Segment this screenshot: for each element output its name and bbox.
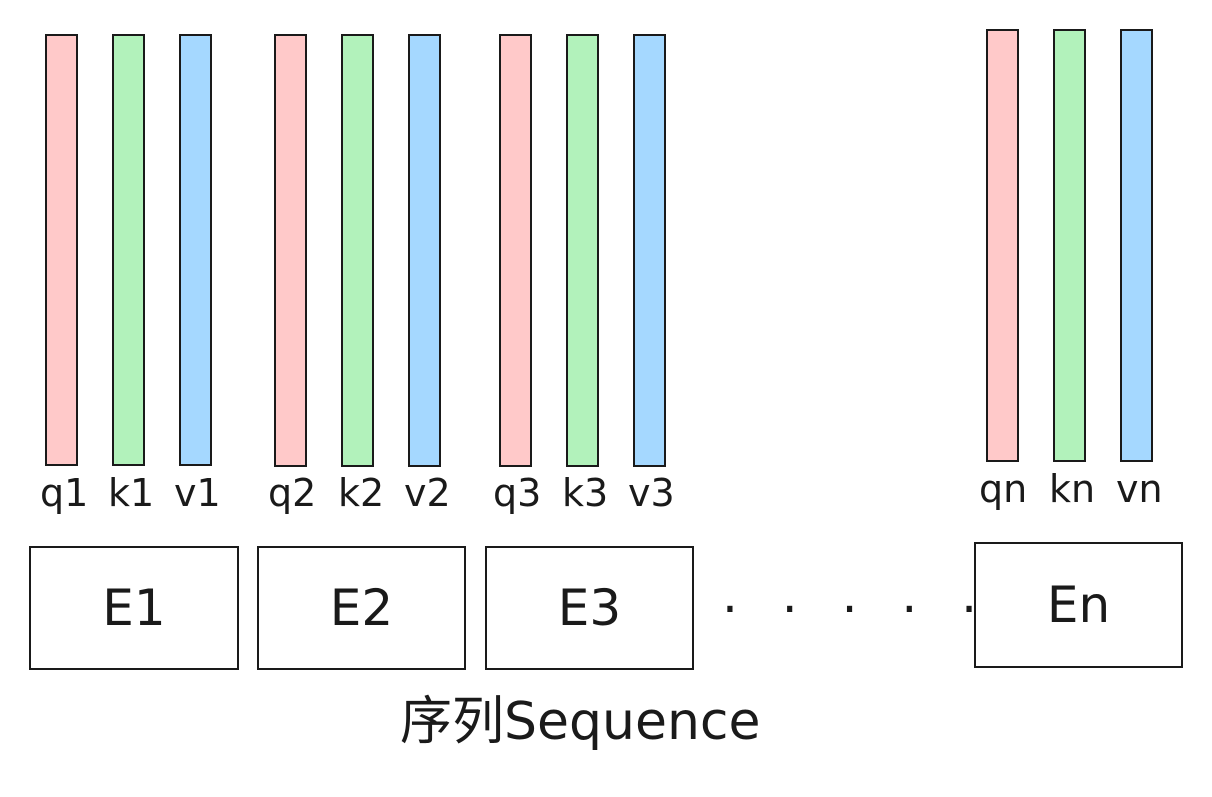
token-box-3: E3 bbox=[485, 546, 694, 670]
key-vector-2 bbox=[341, 34, 374, 467]
query-vector-3 bbox=[499, 34, 532, 467]
sequence-caption: 序列Sequence bbox=[400, 692, 761, 752]
value-label-2: v2 bbox=[404, 471, 451, 515]
key-label-n: kn bbox=[1049, 467, 1096, 511]
query-label-2: q2 bbox=[268, 471, 317, 515]
value-label-3: v3 bbox=[628, 471, 675, 515]
key-vector-1 bbox=[112, 34, 145, 466]
query-vector-n bbox=[986, 29, 1019, 462]
query-vector-2 bbox=[274, 34, 307, 467]
key-vector-3 bbox=[566, 34, 599, 467]
value-label-1: v1 bbox=[174, 471, 221, 515]
key-label-1: k1 bbox=[108, 471, 155, 515]
value-vector-3 bbox=[633, 34, 666, 467]
key-label-2: k2 bbox=[338, 471, 385, 515]
query-label-3: q3 bbox=[493, 471, 542, 515]
token-box-1: E1 bbox=[29, 546, 239, 670]
value-vector-n bbox=[1120, 29, 1153, 462]
value-vector-2 bbox=[408, 34, 441, 467]
value-label-n: vn bbox=[1116, 467, 1163, 511]
query-vector-1 bbox=[45, 34, 78, 466]
value-vector-1 bbox=[179, 34, 212, 466]
key-vector-n bbox=[1053, 29, 1086, 462]
query-label-1: q1 bbox=[40, 471, 89, 515]
token-box-2: E2 bbox=[257, 546, 466, 670]
token-box-n: En bbox=[974, 542, 1183, 668]
query-label-n: qn bbox=[979, 467, 1028, 511]
key-label-3: k3 bbox=[562, 471, 609, 515]
